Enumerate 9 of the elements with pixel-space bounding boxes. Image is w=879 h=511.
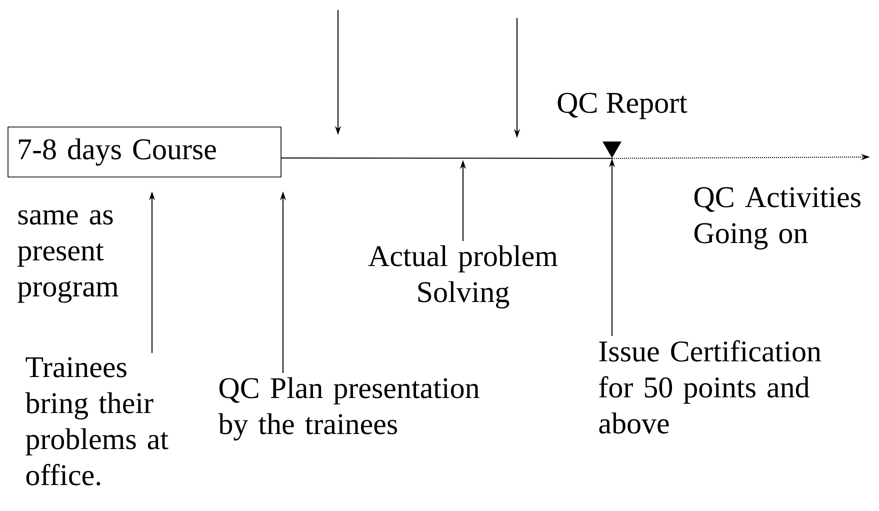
marker-triangle	[602, 142, 622, 158]
marker-label: QC Report	[558, 92, 688, 120]
note-text: Actual problem Solving	[368, 245, 558, 308]
note-text: same as present program	[18, 210, 118, 303]
note-text: QC Activities Going on	[694, 187, 860, 250]
note-text: QC Plan presentation by the trainees	[218, 377, 480, 440]
note-text: Trainees bring their problems at office.	[25, 357, 168, 486]
process-box: 7-8 days Course	[8, 126, 282, 178]
note-text: Issue Certification for 50 points and above	[599, 340, 822, 434]
